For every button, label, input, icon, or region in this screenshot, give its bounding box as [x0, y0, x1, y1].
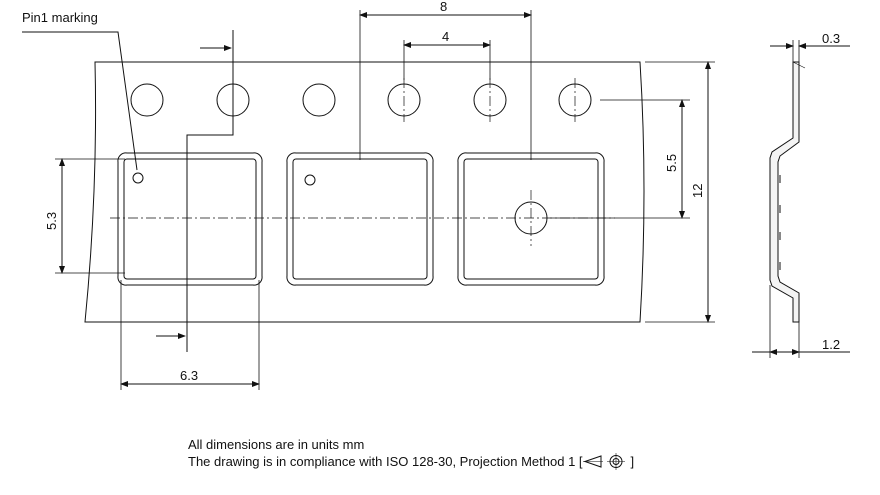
compliance-bracket: ]	[630, 454, 635, 469]
pocket-2	[286, 152, 434, 286]
dim-6-3: 6.3	[120, 280, 260, 390]
pin1-label: Pin1 marking	[22, 10, 98, 25]
svg-text:6.3: 6.3	[180, 368, 198, 383]
svg-text:5.3: 5.3	[44, 212, 59, 230]
svg-text:4: 4	[442, 29, 449, 44]
sprocket-hole	[130, 83, 164, 117]
dim-thickness-0-3: 0.3	[770, 31, 850, 62]
carrier-tape-outline	[84, 61, 645, 323]
section-line	[186, 30, 234, 352]
pocket-1	[117, 152, 263, 286]
svg-text:0.3: 0.3	[822, 31, 840, 46]
compliance-note: The drawing is in compliance with ISO 12…	[188, 453, 634, 470]
center-lines	[110, 78, 615, 325]
svg-text:5.5: 5.5	[664, 154, 679, 172]
svg-text:12: 12	[690, 184, 705, 198]
dim-pitch-8: 8	[359, 0, 532, 160]
sprocket-hole	[302, 83, 336, 117]
dim-pitch-4: 4	[403, 29, 491, 80]
dim-width-12: 12	[645, 61, 715, 323]
projection-symbol-icon	[582, 453, 625, 470]
units-note: All dimensions are in units mm	[188, 437, 365, 452]
dim-depth-1-2: 1.2	[752, 285, 850, 358]
pin1-dot	[304, 174, 316, 186]
svg-text:1.2: 1.2	[822, 337, 840, 352]
sprocket-holes	[130, 83, 592, 117]
svg-text:8: 8	[440, 0, 447, 14]
dim-5-5: 5.5	[550, 99, 690, 219]
dim-5-3: 5.3	[44, 158, 125, 274]
pin1-leader: Pin1 marking	[22, 10, 138, 171]
pin1-dot	[132, 172, 144, 184]
cross-section	[769, 61, 806, 323]
compliance-text: The drawing is in compliance with ISO 12…	[188, 454, 583, 469]
pocket-3	[457, 152, 605, 286]
